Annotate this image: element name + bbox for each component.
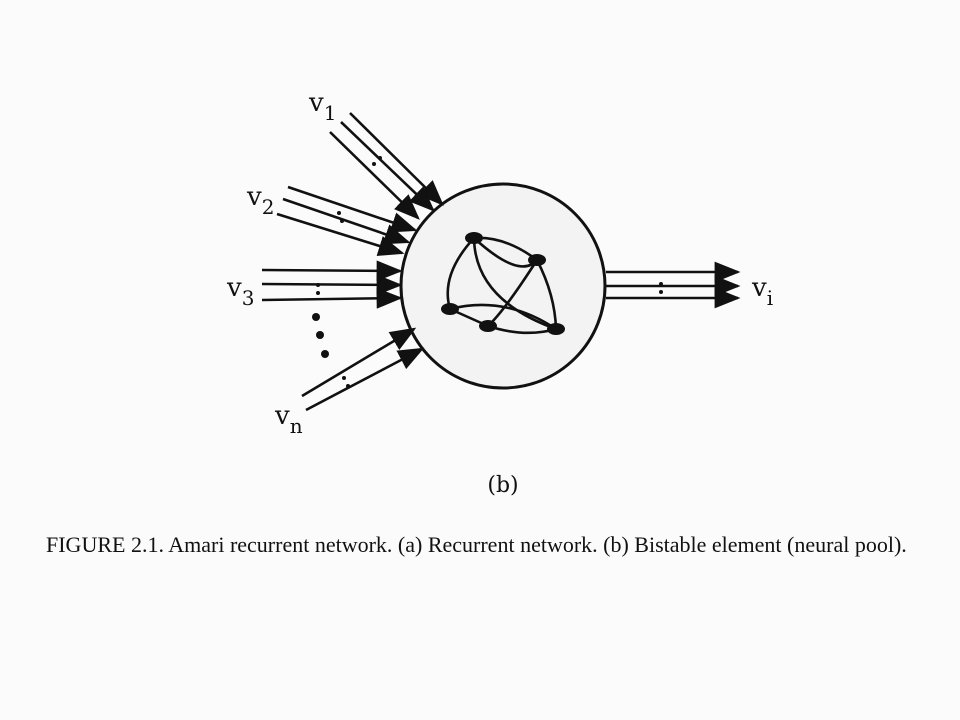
output-arrows xyxy=(606,261,741,309)
input-arrows-v3 xyxy=(261,260,403,309)
internal-connections xyxy=(446,236,558,335)
input-arrows-v1 xyxy=(329,112,444,220)
label-vi: vi xyxy=(751,273,773,310)
internal-nodes xyxy=(441,232,565,335)
vertical-ellipsis xyxy=(312,313,329,358)
node xyxy=(441,303,459,315)
label-v1: v1 xyxy=(308,88,336,125)
input-arrows-vn xyxy=(301,327,425,412)
label-v2: v2 xyxy=(246,182,274,219)
node xyxy=(528,254,546,266)
label-v3: v3 xyxy=(226,273,254,310)
node xyxy=(479,320,497,332)
label-vn: vn xyxy=(274,401,303,438)
pool-circle xyxy=(399,182,607,390)
node xyxy=(547,323,565,335)
node xyxy=(465,232,483,244)
figure-caption: FIGURE 2.1. Amari recurrent network. (a)… xyxy=(46,532,907,557)
panel-label: (b) xyxy=(487,473,518,498)
input-arrows-v2 xyxy=(276,185,418,256)
